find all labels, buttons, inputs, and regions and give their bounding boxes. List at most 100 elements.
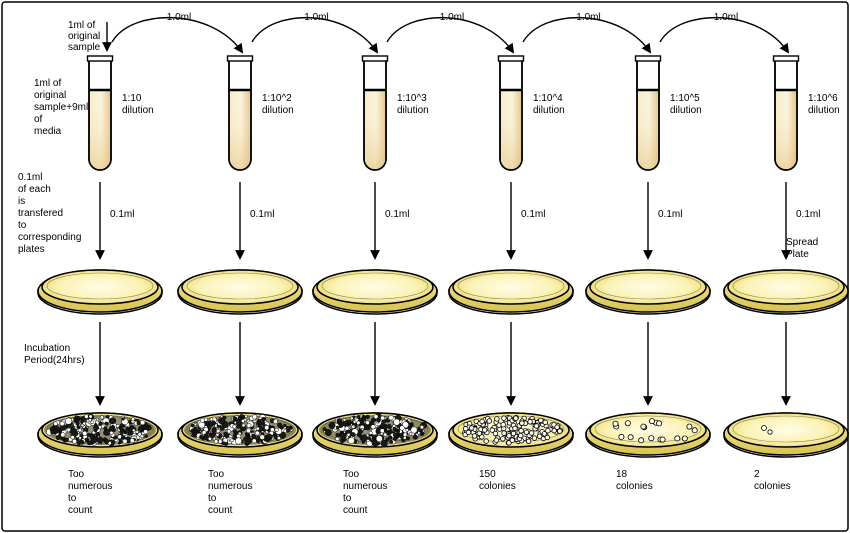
- colony: [236, 418, 240, 423]
- colony: [88, 418, 92, 422]
- colony: [351, 424, 356, 429]
- transfer-arc: [386, 16, 515, 54]
- colony: [91, 430, 96, 435]
- colony: [510, 430, 517, 437]
- tube-liquid-shade: [501, 90, 521, 169]
- colony: [219, 426, 225, 431]
- colony: [53, 421, 58, 426]
- colony: [370, 424, 376, 430]
- colonies: [184, 413, 296, 446]
- colony: [691, 427, 698, 434]
- colony: [410, 426, 418, 434]
- mix-note-line: of: [34, 114, 43, 125]
- plate-volume-label: 0.1ml: [385, 209, 409, 220]
- transfer-arc: [659, 17, 790, 54]
- spread-plate: [448, 269, 574, 315]
- transfer-arc: [111, 17, 244, 54]
- transfer-volume-label: 1.0ml: [714, 12, 738, 23]
- colony: [322, 427, 327, 432]
- colony: [361, 417, 367, 422]
- colony: [257, 421, 262, 426]
- colony: [211, 428, 217, 433]
- dilution-label-line: 1:10: [122, 93, 142, 104]
- tube-rim: [86, 55, 114, 62]
- plate-wall: [177, 432, 303, 458]
- colony: [493, 437, 500, 443]
- colony: [122, 429, 128, 435]
- colony: [365, 425, 371, 431]
- colony: [405, 428, 409, 432]
- colony: [393, 418, 401, 426]
- transfer-note-line: corresponding: [18, 232, 81, 243]
- colony: [216, 428, 221, 434]
- tube-outline: [774, 57, 798, 171]
- test-tube: [634, 55, 662, 171]
- colony: [479, 434, 485, 440]
- spread-plate: [312, 269, 438, 315]
- original-sample-note-line: sample: [68, 42, 101, 53]
- colony: [69, 429, 75, 435]
- colony: [386, 423, 392, 430]
- colony: [465, 429, 472, 436]
- colony: [279, 425, 284, 430]
- colony: [65, 417, 73, 425]
- colony: [523, 429, 530, 435]
- colony: [229, 438, 234, 443]
- colony: [339, 432, 347, 440]
- colony: [350, 416, 354, 420]
- incubated-plate: [312, 412, 438, 458]
- colony: [659, 436, 666, 443]
- colony: [115, 423, 120, 428]
- colony: [365, 420, 370, 425]
- colony: [649, 418, 656, 425]
- colony: [356, 420, 361, 425]
- plate-wall: [723, 432, 849, 458]
- colony: [383, 432, 388, 437]
- colony: [139, 419, 146, 426]
- colony-count-label-line: colonies: [616, 481, 653, 492]
- colony: [383, 428, 388, 433]
- colonies: [462, 414, 564, 446]
- colony: [479, 418, 485, 425]
- colony: [103, 426, 108, 431]
- colony: [686, 423, 693, 430]
- colony: [200, 418, 205, 423]
- transfer-volume-label: 1.0ml: [440, 12, 464, 23]
- colony: [335, 432, 340, 438]
- colony: [218, 417, 226, 425]
- colony-count-label-line: count: [208, 505, 233, 516]
- colony: [240, 414, 246, 420]
- colony: [528, 430, 535, 436]
- colony-count-label-line: to: [68, 493, 77, 504]
- incubated-plate: [723, 412, 849, 458]
- incubation-note-line: Incubation: [24, 343, 70, 354]
- colony: [121, 417, 125, 421]
- colony: [373, 414, 379, 419]
- colony: [50, 429, 55, 435]
- colony: [55, 435, 61, 441]
- colony: [640, 423, 647, 430]
- colony: [84, 414, 89, 419]
- colony-count-label-line: 2: [754, 469, 760, 480]
- transfer-volume-label: 1.0ml: [304, 12, 328, 23]
- colony: [276, 436, 281, 441]
- colony: [72, 439, 77, 444]
- plate-wall: [448, 432, 574, 458]
- dilution-label-line: dilution: [122, 105, 154, 116]
- colony: [518, 428, 524, 434]
- spread-plate-note-line: Plate: [786, 249, 809, 260]
- spread-plate: [37, 269, 163, 315]
- colony: [512, 425, 518, 432]
- colony: [88, 414, 93, 419]
- colony: [365, 414, 370, 420]
- colony: [638, 437, 645, 444]
- colony: [545, 428, 551, 434]
- colony-count-label-line: 18: [616, 469, 628, 480]
